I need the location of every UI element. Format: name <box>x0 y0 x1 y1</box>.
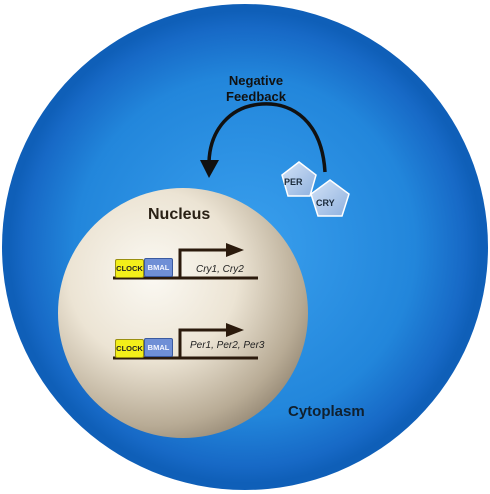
cry-protein-icon <box>310 179 350 217</box>
per-protein-label: PER <box>284 177 303 187</box>
negative-feedback-label: Negative Feedback <box>196 73 316 105</box>
gene-targets-label: Per1, Per2, Per3 <box>190 340 265 351</box>
nucleus-label: Nucleus <box>148 206 211 223</box>
bmal-box: BMAL <box>144 258 173 277</box>
transcription-arrowhead-1 <box>226 243 244 257</box>
negative-feedback-line2: Feedback <box>226 89 286 104</box>
feedback-arrow-icon <box>207 102 327 173</box>
transcription-arrowhead-2 <box>226 323 244 337</box>
gene-targets-label: Cry1, Cry2 <box>196 264 244 275</box>
per-protein-icon <box>281 161 317 197</box>
feedback-arrowhead-icon <box>200 160 219 178</box>
transcription-arrow-icon <box>178 328 228 357</box>
transcription-arrow-icon <box>178 248 228 277</box>
clock-box: CLOCK <box>115 259 144 278</box>
negative-feedback-line1: Negative <box>228 73 284 88</box>
cytoplasm-label: Cytoplasm <box>288 403 365 420</box>
clock-box: CLOCK <box>115 339 144 358</box>
nucleus <box>58 188 308 438</box>
cry-protein-label: CRY <box>316 198 335 208</box>
bmal-box: BMAL <box>144 338 173 357</box>
